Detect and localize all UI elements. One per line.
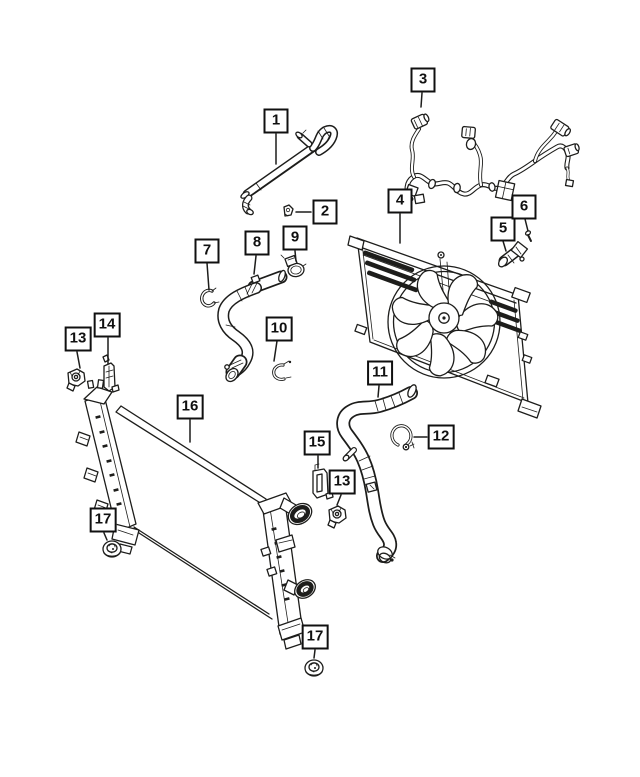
callout-box-4[interactable]: 4 — [387, 188, 413, 214]
leader-lines — [76, 92, 529, 659]
upper-radiator-hose-drawing — [217, 269, 288, 383]
hose-fitting-drawing — [283, 204, 294, 217]
callout-box-6[interactable]: 6 — [511, 194, 537, 220]
hose-clamp-9-drawing — [280, 254, 307, 278]
callout-box-7[interactable]: 7 — [194, 238, 220, 264]
leader-line-3 — [420, 92, 423, 108]
callout-box-17[interactable]: 17 — [89, 507, 117, 533]
lower-radiator-hose-drawing — [336, 384, 418, 564]
fan-resistor-drawing — [497, 240, 529, 268]
leader-line-10 — [273, 340, 278, 362]
callout-box-17-2[interactable]: 17 — [301, 624, 329, 650]
callout-box-12[interactable]: 12 — [427, 424, 455, 450]
harness-connector — [461, 125, 476, 139]
callout-box-15[interactable]: 15 — [303, 430, 331, 456]
callout-box-9[interactable]: 9 — [282, 225, 308, 251]
radiator-drawing — [75, 379, 316, 650]
callout-box-8[interactable]: 8 — [244, 230, 270, 256]
leader-line-6 — [524, 218, 529, 232]
callout-box-13-2[interactable]: 13 — [328, 469, 356, 495]
fan-module-drawing — [347, 235, 542, 419]
hose-clamp-10-drawing — [272, 360, 292, 381]
screw-drawing — [524, 230, 532, 242]
leader-line-11 — [377, 385, 380, 398]
coolant-bleed-hose-drawing — [240, 125, 338, 216]
callout-box-1[interactable]: 1 — [263, 108, 289, 134]
harness-connector — [550, 118, 572, 137]
harness-relay-connector — [494, 179, 516, 202]
callout-box-10[interactable]: 10 — [265, 316, 293, 342]
callout-box-11[interactable]: 11 — [367, 360, 393, 386]
callout-box-13[interactable]: 13 — [64, 326, 92, 352]
callout-box-3[interactable]: 3 — [410, 67, 436, 93]
leader-line-13 — [336, 494, 342, 506]
callout-box-16[interactable]: 16 — [176, 394, 204, 420]
leader-line-7 — [206, 262, 210, 291]
callout-box-2[interactable]: 2 — [312, 199, 338, 225]
harness-connector — [563, 143, 580, 158]
callout-box-14[interactable]: 14 — [93, 312, 121, 338]
leader-line-17 — [103, 532, 108, 541]
callout-box-5[interactable]: 5 — [490, 216, 516, 242]
harness-connector — [410, 113, 430, 130]
spring-clamp-drawing — [200, 287, 220, 308]
hose-clamp-12-drawing — [390, 424, 415, 451]
shroud-vents-left — [362, 250, 419, 293]
leader-line-13 — [76, 351, 81, 369]
leader-line-8 — [253, 255, 257, 275]
leader-line-5 — [502, 240, 507, 252]
leader-line-9 — [294, 250, 297, 262]
leader-line-17 — [313, 649, 316, 659]
